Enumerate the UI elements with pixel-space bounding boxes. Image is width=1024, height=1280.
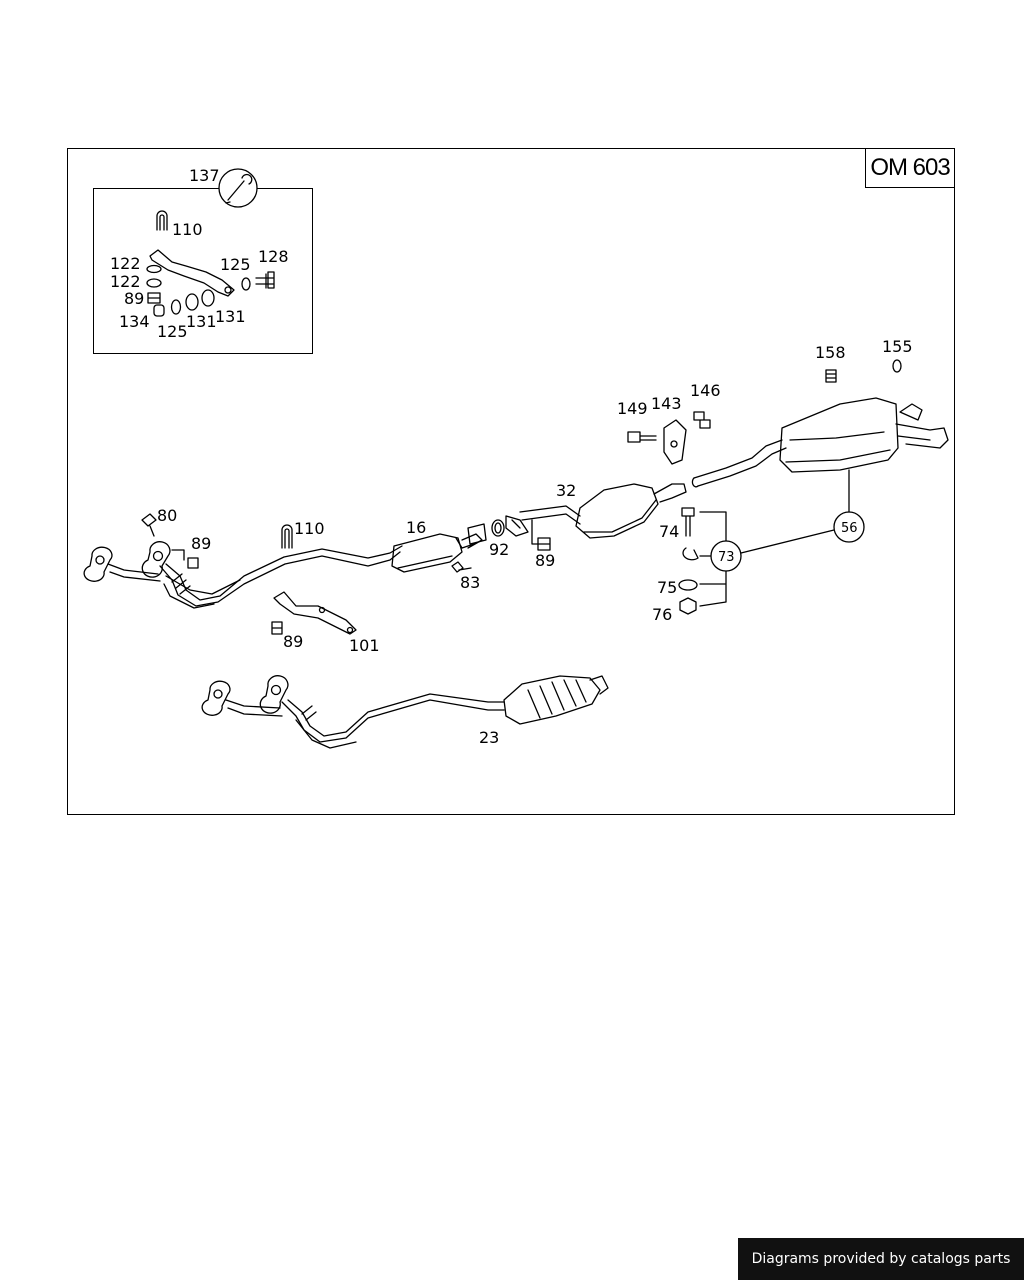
washer-part bbox=[146, 278, 162, 288]
catalytic-converter bbox=[503, 675, 601, 725]
rear-muffler bbox=[779, 397, 899, 473]
callout-56: 56 bbox=[841, 521, 858, 536]
flange-part bbox=[259, 675, 289, 714]
front-muffler-32 bbox=[575, 483, 659, 539]
callout-80: 80 bbox=[157, 506, 177, 525]
diagram-frame bbox=[67, 148, 955, 815]
callout-89: 89 bbox=[283, 632, 303, 651]
rubber-mount-part bbox=[201, 289, 215, 307]
nut-part bbox=[147, 292, 161, 304]
callout-circle-73 bbox=[710, 540, 742, 572]
callout-122: 122 bbox=[110, 272, 141, 291]
u-bolt-part bbox=[156, 210, 168, 231]
callout-101: 101 bbox=[349, 636, 380, 655]
callout-23: 23 bbox=[479, 728, 499, 747]
callout-143: 143 bbox=[651, 394, 682, 413]
front-pipe bbox=[107, 563, 161, 582]
nut-part bbox=[537, 537, 551, 551]
repair-kit-inset bbox=[93, 188, 313, 354]
rubber-mount-part bbox=[185, 293, 199, 311]
middle-muffler-16 bbox=[391, 533, 463, 573]
callout-125: 125 bbox=[220, 255, 251, 274]
callout-146: 146 bbox=[690, 381, 721, 400]
washer-75 bbox=[678, 579, 698, 591]
callout-110: 110 bbox=[172, 220, 203, 239]
nut-part bbox=[693, 411, 711, 429]
callout-89: 89 bbox=[124, 289, 144, 308]
bolt-80 bbox=[141, 513, 157, 537]
callout-158: 158 bbox=[815, 343, 846, 362]
callout-125: 125 bbox=[157, 322, 188, 341]
clamp-part bbox=[467, 523, 487, 545]
callout-110: 110 bbox=[294, 519, 325, 538]
ring-part bbox=[491, 519, 505, 537]
bolt-74 bbox=[681, 507, 695, 537]
bracket-101 bbox=[273, 591, 357, 635]
rear-pipe bbox=[693, 439, 787, 487]
clamp-part bbox=[505, 515, 529, 537]
callout-92: 92 bbox=[489, 540, 509, 559]
engine-model-label: OM 603 bbox=[865, 148, 955, 188]
front-pipe-23 bbox=[225, 699, 283, 717]
washer-part bbox=[241, 277, 251, 291]
nut-76 bbox=[679, 597, 697, 615]
callout-149: 149 bbox=[617, 399, 648, 418]
u-bolt-110 bbox=[281, 524, 293, 549]
rubber-hanger-143 bbox=[663, 419, 687, 465]
callout-122: 122 bbox=[110, 254, 141, 273]
callout-89: 89 bbox=[191, 534, 211, 553]
nut-89 bbox=[271, 621, 283, 635]
washer-part bbox=[170, 299, 182, 315]
callout-73: 73 bbox=[718, 550, 735, 565]
callout-75: 75 bbox=[657, 578, 677, 597]
callout-155: 155 bbox=[882, 337, 913, 356]
bolt-part bbox=[451, 561, 472, 573]
washer-part bbox=[146, 264, 162, 274]
callout-137: 137 bbox=[189, 166, 220, 185]
callout-131: 131 bbox=[186, 312, 217, 331]
clamp-73 bbox=[682, 547, 699, 561]
flange-part bbox=[83, 546, 113, 582]
callout-131: 131 bbox=[215, 307, 246, 326]
flange-part bbox=[201, 680, 231, 716]
bracket-part bbox=[149, 249, 235, 297]
callout-74: 74 bbox=[659, 522, 679, 541]
bolt-part bbox=[255, 271, 275, 289]
callout-128: 128 bbox=[258, 247, 289, 266]
callout-32: 32 bbox=[556, 481, 576, 500]
rubber-stop-158 bbox=[825, 369, 837, 383]
tailpipe bbox=[895, 423, 949, 449]
flange-part bbox=[141, 541, 171, 578]
callout-16: 16 bbox=[406, 518, 426, 537]
callout-89: 89 bbox=[535, 551, 555, 570]
nut-89 bbox=[187, 557, 199, 569]
wrench-icon bbox=[218, 168, 258, 208]
ring-155 bbox=[892, 359, 902, 373]
bushing-part bbox=[153, 304, 165, 317]
bolt-part bbox=[627, 431, 657, 443]
intermediate-pipe bbox=[519, 505, 581, 525]
footer-credit: Diagrams provided by catalogs parts bbox=[738, 1238, 1024, 1280]
callout-134: 134 bbox=[119, 312, 150, 331]
callout-76: 76 bbox=[652, 605, 672, 624]
callout-83: 83 bbox=[460, 573, 480, 592]
